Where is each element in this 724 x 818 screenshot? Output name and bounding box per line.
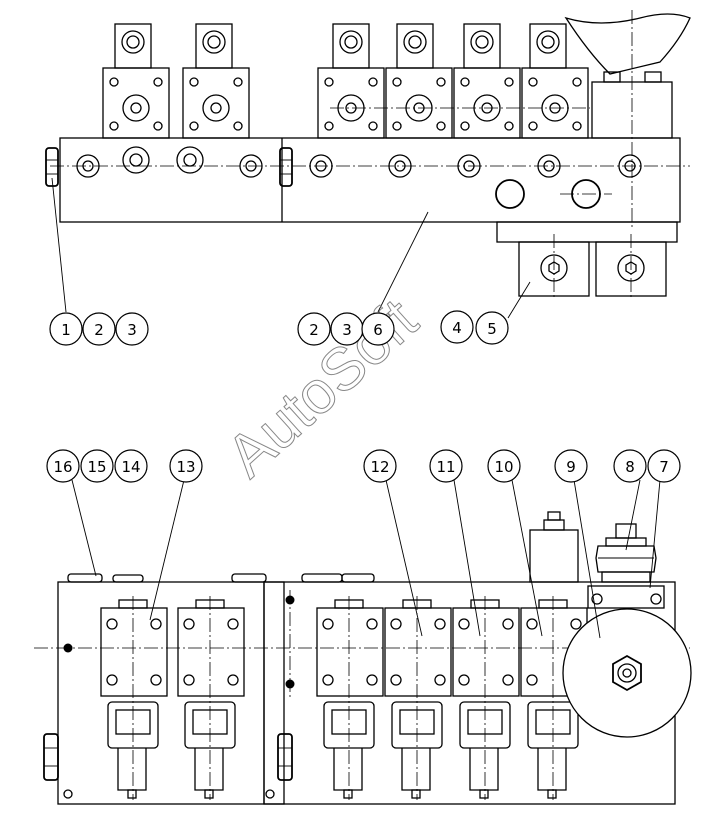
front-valve-2	[177, 596, 245, 800]
top-valve-5	[453, 23, 521, 139]
top-view	[45, 10, 691, 319]
front-hex-fitting	[595, 523, 657, 583]
callout-6: 6	[361, 312, 395, 346]
svg-text:13: 13	[176, 458, 195, 476]
front-view-callouts: 16 15 14 13 12 11 10 9	[46, 449, 681, 483]
svg-text:7: 7	[659, 458, 669, 476]
svg-text:3: 3	[127, 321, 137, 339]
svg-text:15: 15	[87, 458, 106, 476]
top-ports	[76, 146, 642, 209]
callout-15: 15	[80, 449, 114, 483]
front-valve-5	[452, 596, 520, 800]
callout-11: 11	[429, 449, 463, 483]
callout-2: 2	[82, 312, 116, 346]
top-valve-1	[102, 23, 170, 139]
svg-text:8: 8	[625, 458, 635, 476]
svg-text:2: 2	[309, 321, 319, 339]
callout-12: 12	[363, 449, 397, 483]
callout-13: 13	[169, 449, 203, 483]
front-valve-1	[100, 596, 168, 800]
callout-16: 16	[46, 449, 80, 483]
svg-text:14: 14	[121, 458, 140, 476]
top-valve-3	[317, 23, 385, 139]
callout-7: 7	[647, 449, 681, 483]
svg-text:16: 16	[53, 458, 72, 476]
callout-3: 3	[115, 312, 149, 346]
svg-text:2: 2	[94, 321, 104, 339]
callout-14: 14	[114, 449, 148, 483]
top-valve-4	[385, 23, 453, 139]
front-view	[34, 479, 692, 805]
top-valve-6	[521, 23, 589, 139]
svg-text:5: 5	[487, 320, 497, 338]
callout-1: 1	[49, 312, 83, 346]
svg-text:6: 6	[373, 321, 383, 339]
svg-text:3: 3	[342, 321, 352, 339]
front-valve-4	[384, 596, 452, 800]
callout-9: 9	[554, 449, 588, 483]
callout-2b: 2	[297, 312, 331, 346]
top-accumulator	[564, 10, 691, 230]
top-valve-2	[182, 23, 250, 139]
svg-text:10: 10	[494, 458, 513, 476]
svg-text:1: 1	[61, 321, 71, 339]
svg-text:12: 12	[370, 458, 389, 476]
callout-8: 8	[613, 449, 647, 483]
svg-text:9: 9	[566, 458, 576, 476]
svg-text:11: 11	[436, 458, 455, 476]
callout-10: 10	[487, 449, 521, 483]
top-lower-blocks	[496, 221, 678, 300]
front-pressure-switch	[529, 511, 579, 583]
top-view-callouts: 1 2 3 2 3 6 4 5	[49, 310, 509, 346]
svg-text:4: 4	[452, 319, 462, 337]
front-valve-3	[316, 596, 384, 800]
front-valve-6	[520, 596, 588, 800]
front-accumulator	[562, 585, 692, 738]
callout-4: 4	[440, 310, 474, 344]
callout-3b: 3	[330, 312, 364, 346]
callout-5: 5	[475, 311, 509, 345]
